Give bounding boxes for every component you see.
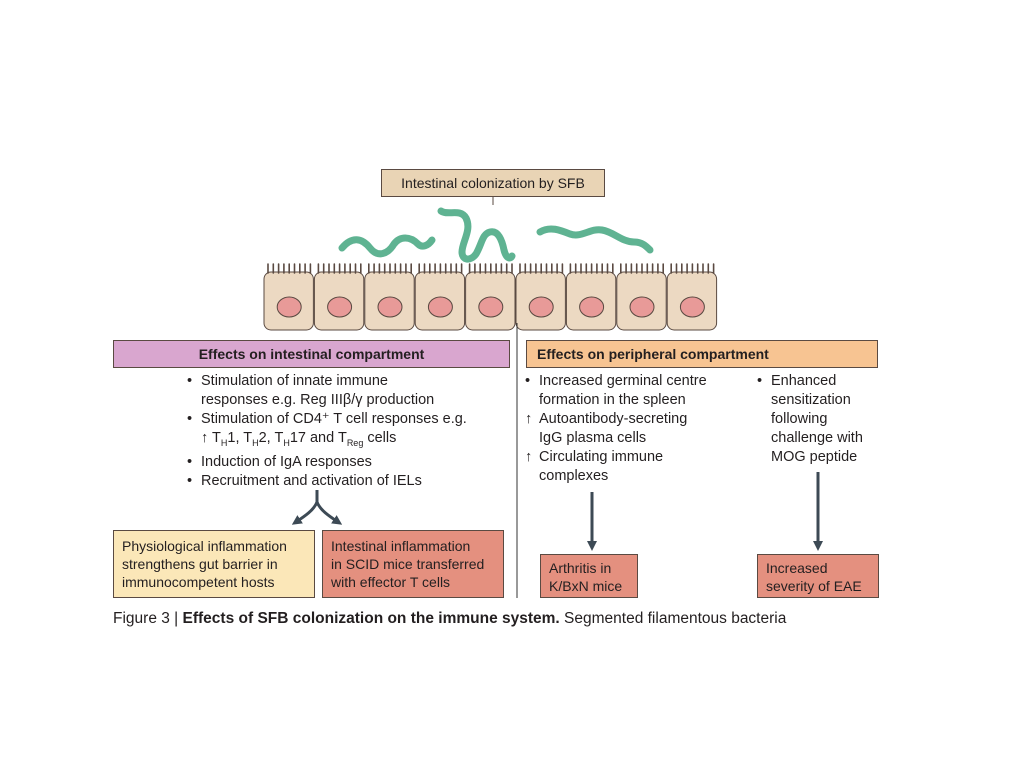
title-box: Intestinal colonization by SFB — [381, 169, 605, 197]
cell-nucleus — [276, 296, 302, 318]
bacterium-filament — [437, 207, 516, 263]
list-item: Enhanced — [757, 372, 887, 391]
outcome-arthritis: Arthritis in K/BxN mice — [540, 554, 638, 598]
microvilli — [267, 263, 312, 274]
list-item: following — [771, 411, 828, 427]
list-item: Circulating immune — [525, 448, 740, 467]
epithelial-cell — [364, 263, 415, 331]
list-item: formation in the spleen — [539, 392, 686, 408]
peripheral-effects-list-eae: Enhanced sensitization following challen… — [757, 372, 887, 467]
intestinal-fork-arrows — [291, 490, 343, 525]
figure-caption: Figure 3 | Effects of SFB colonization o… — [113, 610, 893, 628]
epithelial-cell — [263, 263, 314, 331]
list-item: Increased germinal centre — [525, 372, 740, 391]
cell-nucleus — [427, 296, 453, 318]
intestinal-compartment-header: Effects on intestinal compartment — [113, 340, 510, 368]
list-item: Recruitment and activation of IELs — [187, 472, 507, 491]
outcome-scid-inflammation: Intestinal inflammation in SCID mice tra… — [322, 530, 504, 598]
cell-nucleus — [679, 296, 705, 318]
cell-nucleus — [579, 296, 605, 318]
caption-prefix: Figure 3 | — [113, 610, 183, 627]
list-item: Autoantibody-secreting — [525, 410, 740, 429]
list-item: MOG peptide — [771, 449, 858, 465]
microvilli — [670, 263, 715, 274]
list-item: Induction of IgA responses — [187, 453, 507, 472]
bacterium-filament — [536, 225, 654, 254]
epithelial-cell — [616, 263, 667, 331]
intestinal-header-text: Effects on intestinal compartment — [198, 346, 425, 362]
microvilli — [519, 263, 564, 274]
microvilli — [620, 263, 664, 274]
epithelial-cell-layer — [263, 263, 718, 331]
epithelial-cell — [414, 263, 466, 331]
microvilli — [368, 263, 412, 274]
list-item-th-subsets: ↑ TH1, TH2, TH17 and TReg cells — [201, 430, 397, 448]
cell-nucleus — [629, 296, 655, 318]
list-item: Stimulation of innate immune — [187, 372, 507, 391]
microvilli — [418, 263, 463, 274]
epithelial-cell — [515, 263, 566, 331]
caption-title: Effects of SFB colonization on the immun… — [182, 610, 560, 627]
microvilli — [569, 263, 614, 274]
outcome-eae-severity: Increased severity of EAE — [757, 554, 879, 598]
caption-text: Segmented filamentous bacteria — [559, 610, 787, 627]
cell-nucleus — [377, 296, 403, 318]
cell-nucleus — [327, 296, 353, 318]
intestinal-effects-list: Stimulation of innate immune responses e… — [187, 372, 507, 491]
epithelial-cell — [465, 263, 516, 331]
list-item: Stimulation of CD4⁺ T cell responses e.g… — [187, 410, 507, 429]
title-text: Intestinal colonization by SFB — [401, 175, 585, 191]
epithelial-cell — [666, 263, 718, 331]
peripheral-header-text: Effects on peripheral compartment — [537, 346, 769, 362]
cell-nucleus — [528, 296, 554, 318]
list-item: IgG plasma cells — [539, 430, 647, 446]
list-item: sensitization — [771, 392, 851, 408]
cell-nucleus — [478, 296, 504, 318]
list-item: complexes — [539, 468, 609, 484]
list-item: challenge with — [771, 430, 863, 446]
sfb-bacteria — [338, 207, 654, 263]
bacterium-filament — [338, 234, 436, 258]
peripheral-effects-list-spleen: Increased germinal centre formation in t… — [525, 372, 740, 486]
list-item: responses e.g. Reg IIIβ/γ production — [201, 392, 435, 408]
epithelial-cell — [313, 263, 365, 331]
epithelial-cell — [565, 263, 617, 331]
peripheral-compartment-header: Effects on peripheral compartment — [526, 340, 878, 368]
outcome-physiological-inflammation: Physiological inflammation strengthens g… — [113, 530, 315, 598]
microvilli — [317, 263, 362, 274]
microvilli — [468, 263, 513, 274]
